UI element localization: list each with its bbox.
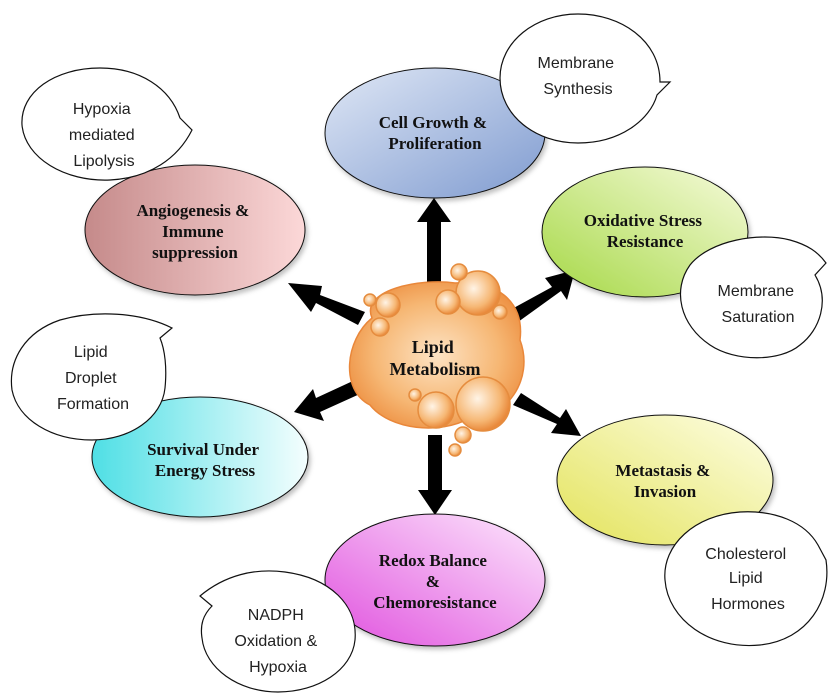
callout-line: Hypoxia xyxy=(73,101,131,118)
node-title-line: Metastasis & xyxy=(615,461,710,480)
droplet xyxy=(448,443,462,457)
node-survival-title: Survival Under Energy Stress xyxy=(147,440,263,480)
callout-line: Droplet xyxy=(65,370,117,387)
node-title-line: Invasion xyxy=(634,482,697,501)
callout-text: NADPH Oxidation & Hypoxia xyxy=(234,607,321,676)
node-metastasis-ellipse xyxy=(556,414,774,546)
arrow-to-oxidative xyxy=(510,270,575,322)
callout-line: Lipid xyxy=(74,344,108,361)
droplet xyxy=(417,391,455,429)
callout-line: Saturation xyxy=(722,309,795,326)
node-angiogenesis: Angiogenesis & Immune suppression xyxy=(84,164,306,296)
callout-text: Lipid Droplet Formation xyxy=(57,344,129,413)
node-redox-title: Redox Balance & Chemoresistance xyxy=(373,551,497,612)
callout-line: Membrane xyxy=(718,283,795,300)
callout-bubble xyxy=(199,570,356,693)
arrow-to-survival xyxy=(294,380,362,421)
callout-line: Membrane xyxy=(538,55,615,72)
arrow-to-redox xyxy=(418,435,452,515)
node-redox: Redox Balance & Chemoresistance xyxy=(324,513,546,647)
callout-bubble xyxy=(10,313,174,441)
callout-line: Hypoxia xyxy=(249,659,307,676)
center-title-line: Lipid xyxy=(412,337,454,357)
callout-line: Oxidation & xyxy=(234,633,317,650)
arrow-to-metastasis xyxy=(513,393,581,436)
center-title: Lipid Metabolism xyxy=(390,337,481,379)
callout-line: Lipolysis xyxy=(73,153,134,170)
center-title-line: Metabolism xyxy=(390,359,481,379)
callout-line: Cholesterol xyxy=(705,546,786,563)
node-title-line: Chemoresistance xyxy=(373,593,497,612)
node-cell-growth-title: Cell Growth & Proliferation xyxy=(379,113,492,153)
arrow-to-cell-growth xyxy=(417,198,451,290)
droplet xyxy=(370,317,390,337)
callout-nadph: NADPH Oxidation & Hypoxia xyxy=(199,570,356,693)
node-angiogenesis-ellipse xyxy=(84,164,306,296)
callout-membrane-saturation: Membrane Saturation xyxy=(679,236,827,359)
node-title-line: Survival Under xyxy=(147,440,259,459)
callout-bubble xyxy=(21,67,193,181)
callout-line: NADPH xyxy=(248,607,304,624)
callout-text: Hypoxia mediated Lipolysis xyxy=(69,101,139,170)
lipid-droplets xyxy=(363,263,511,457)
node-survival-ellipse xyxy=(91,396,309,518)
node-title-line: Oxidative Stress xyxy=(584,211,703,230)
node-title-line: suppression xyxy=(152,243,238,262)
node-survival: Survival Under Energy Stress xyxy=(91,396,309,518)
node-title-line: & xyxy=(426,572,440,591)
callout-text: Cholesterol Lipid Hormones xyxy=(705,546,790,613)
callout-cholesterol: Cholesterol Lipid Hormones xyxy=(664,511,828,647)
droplet xyxy=(363,293,377,307)
droplet xyxy=(455,376,511,432)
droplet xyxy=(454,426,472,444)
node-metastasis-title: Metastasis & Invasion xyxy=(615,461,714,501)
droplet xyxy=(375,292,401,318)
lipid-metabolism-center: Lipid Metabolism xyxy=(348,263,525,457)
droplet xyxy=(492,304,508,320)
callout-line: Synthesis xyxy=(543,81,612,98)
node-title-line: Proliferation xyxy=(388,134,482,153)
droplet xyxy=(435,289,461,315)
callout-hypoxia-lipolysis: Hypoxia mediated Lipolysis xyxy=(21,67,193,181)
callout-line: Lipid xyxy=(729,570,763,587)
callout-line: Hormones xyxy=(711,596,785,613)
callout-line: Formation xyxy=(57,396,129,413)
node-oxidative-title: Oxidative Stress Resistance xyxy=(584,211,706,251)
callout-line: mediated xyxy=(69,127,135,144)
arrows xyxy=(288,198,581,515)
node-metastasis: Metastasis & Invasion xyxy=(556,414,774,546)
node-title-line: Energy Stress xyxy=(155,461,256,480)
node-title-line: Cell Growth & xyxy=(379,113,487,132)
droplet xyxy=(450,263,468,281)
arrow-to-angiogenesis xyxy=(288,283,365,325)
node-title-line: Redox Balance xyxy=(379,551,488,570)
node-redox-ellipse xyxy=(324,513,546,647)
callout-text: Membrane Saturation xyxy=(718,283,799,326)
node-angiogenesis-title: Angiogenesis & Immune suppression xyxy=(136,201,253,262)
droplet xyxy=(408,388,422,402)
callout-lipid-droplet: Lipid Droplet Formation xyxy=(10,313,174,441)
node-title-line: Resistance xyxy=(607,232,684,251)
callout-bubble xyxy=(499,13,672,144)
callout-membrane-synthesis: Membrane Synthesis xyxy=(499,13,672,144)
callout-bubble xyxy=(664,511,828,647)
node-title-line: Angiogenesis & xyxy=(136,201,249,220)
callout-bubble xyxy=(679,236,827,359)
node-title-line: Immune xyxy=(162,222,224,241)
callout-text: Membrane Synthesis xyxy=(538,55,619,98)
node-cell-growth: Cell Growth & Proliferation xyxy=(324,67,546,199)
